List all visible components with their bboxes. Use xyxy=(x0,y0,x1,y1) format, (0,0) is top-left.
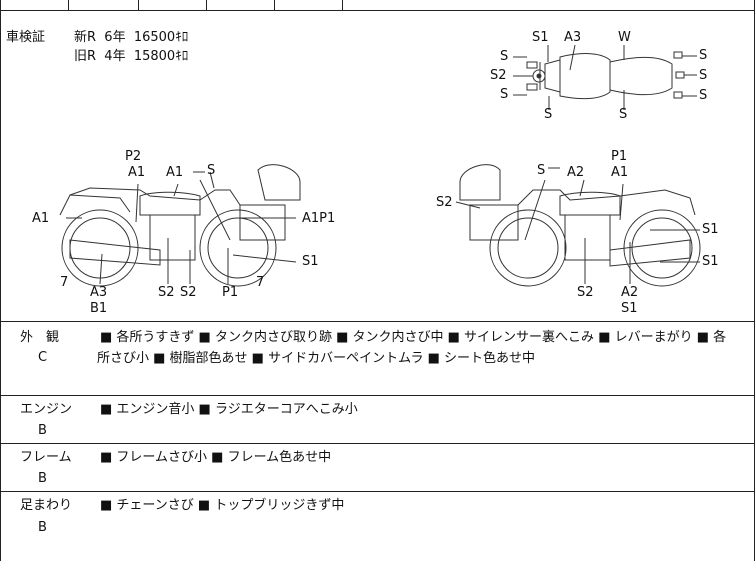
right-side-bike xyxy=(455,164,701,287)
header-divider-4 xyxy=(274,0,275,10)
top-left-s-1: S xyxy=(500,49,509,64)
left-p2-label: P2 xyxy=(125,149,142,164)
row-label: エンジン xyxy=(20,402,73,417)
row-text-line1: ■ エンジン音小 ■ ラジエターコアへこみ小 xyxy=(100,402,358,417)
row-divider-2 xyxy=(0,443,755,444)
left-a1-left-label: A1 xyxy=(32,211,50,226)
left-s2a-label: S2 xyxy=(158,285,175,300)
top-right-s-2: S xyxy=(699,68,708,83)
left-p1-label: P1 xyxy=(222,285,239,300)
top-border xyxy=(0,10,755,11)
top-right-s-3: S xyxy=(699,88,708,103)
header-divider-5 xyxy=(342,0,343,10)
right-a2-top-label: A2 xyxy=(567,165,585,180)
inspection-new: 新R 6年 16500ｷﾛ xyxy=(74,30,189,45)
left-s-top-label: S xyxy=(207,163,216,178)
top-bottom-s-1: S xyxy=(544,107,553,122)
left-a1-top-label: A1 xyxy=(128,165,146,180)
row-label: 外 観 xyxy=(20,330,60,345)
top-left-s2: S2 xyxy=(490,68,507,83)
top-right-s-1: S xyxy=(699,48,708,63)
row-grade: B xyxy=(38,520,47,535)
left-side-bike xyxy=(59,164,301,287)
motorcycle-diagram xyxy=(59,44,701,287)
right-a1-label: A1 xyxy=(611,165,629,180)
row-divider-1 xyxy=(0,395,755,396)
top-left-s-3: S xyxy=(500,87,509,102)
header-divider-1 xyxy=(68,0,69,10)
left-s1-label: S1 xyxy=(302,254,319,269)
row-text-line1: ■ 各所うすきず ■ タンク内さび取り跡 ■ タンク内さび中 ■ サイレンサー裏… xyxy=(100,330,727,345)
row-grade: B xyxy=(38,471,47,486)
right-s1b-label: S1 xyxy=(702,254,719,269)
left-b1-label: B1 xyxy=(90,301,108,316)
top-a3-label: A3 xyxy=(564,30,582,45)
top-view-bike xyxy=(513,44,697,110)
top-bottom-s-2: S xyxy=(619,107,628,122)
right-s1-bottom-label: S1 xyxy=(621,301,638,316)
row-text-line2: 所さび小 ■ 樹脂部色あせ ■ サイドカバーペイントムラ ■ シート色あせ中 xyxy=(97,351,535,366)
row-label: 足まわり xyxy=(20,498,73,513)
row-divider-3 xyxy=(0,491,755,492)
row-grade: B xyxy=(38,423,47,438)
diagram-bottom-border xyxy=(0,321,755,322)
row-label: フレーム xyxy=(20,450,72,465)
row-text-line1: ■ チェーンさび ■ トップブリッジきず中 xyxy=(100,498,345,513)
right-s2-left-label: S2 xyxy=(436,195,453,210)
outer-left-border xyxy=(0,0,1,561)
header-divider-2 xyxy=(138,0,139,10)
right-s1a-label: S1 xyxy=(702,222,719,237)
left-seven-right: 7 xyxy=(256,275,265,290)
left-a1-top2-label: A1 xyxy=(166,165,184,180)
right-a2-bottom-label: A2 xyxy=(621,285,639,300)
left-a3-label: A3 xyxy=(90,285,108,300)
row-text-line1: ■ フレームさび小 ■ フレーム色あせ中 xyxy=(100,450,332,465)
left-a1p1-label: A1P1 xyxy=(302,211,336,226)
inspection-old: 旧R 4年 15800ｷﾛ xyxy=(74,49,189,64)
top-s1-label: S1 xyxy=(532,30,549,45)
top-w-label: W xyxy=(618,30,631,45)
left-s2b-label: S2 xyxy=(180,285,197,300)
right-p1-label: P1 xyxy=(611,149,628,164)
right-s2-bottom-label: S2 xyxy=(577,285,594,300)
header-divider-3 xyxy=(206,0,207,10)
right-s-top-label: S xyxy=(537,163,546,178)
left-seven-left: 7 xyxy=(60,275,69,290)
inspection-title: 車検証 xyxy=(6,30,46,45)
row-grade: C xyxy=(38,350,48,365)
